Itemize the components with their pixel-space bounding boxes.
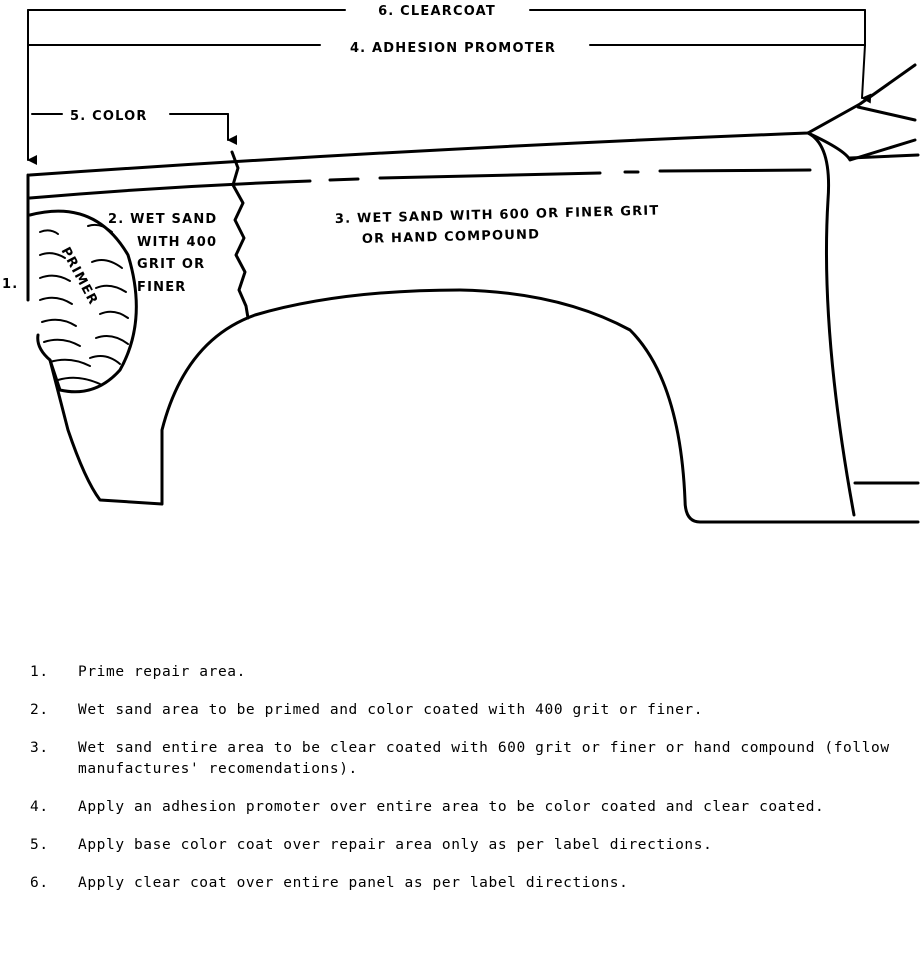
- color-zone-edge: [230, 150, 250, 320]
- svg-text:3. WET SAND WITH 600 OR FINER: 3. WET SAND WITH 600 OR FINER GRIT: [335, 204, 660, 227]
- svg-text:WITH 400: WITH 400: [137, 235, 217, 250]
- primer-label: PRIMER: [58, 245, 101, 308]
- step-text: Wet sand area to be primed and color coa…: [78, 702, 704, 718]
- step-number: 2.: [30, 702, 49, 718]
- svg-text:OR HAND COMPOUND: OR HAND COMPOUND: [362, 227, 541, 247]
- instruction-list: 1. Prime repair area. 2. Wet sand area to …: [30, 662, 900, 911]
- instruction-step: 1. Prime repair area.: [30, 662, 900, 683]
- primer-area-hatching: [39, 223, 129, 385]
- wet-sand-400-label: 2. WET SAND WITH 400 GRIT OR FINER: [108, 212, 217, 295]
- instruction-step: 3. Wet sand entire area to be clear coate…: [30, 738, 900, 780]
- instruction-step: 4. Apply an adhesion promoter over entire…: [30, 797, 900, 818]
- wet-sand-600-label: 3. WET SAND WITH 600 OR FINER GRIT OR HA…: [335, 204, 660, 247]
- step-1-marker: 1.: [2, 277, 18, 292]
- clearcoat-label: 6. CLEARCOAT: [378, 4, 496, 19]
- clearcoat-bracket: 6. CLEARCOAT: [27, 4, 866, 46]
- svg-text:GRIT OR: GRIT OR: [137, 257, 205, 272]
- step-number: 6.: [30, 875, 49, 891]
- adhesion-promoter-bracket: 4. ADHESION PROMOTER: [27, 41, 872, 165]
- step-text: Apply clear coat over entire panel as pe…: [78, 875, 629, 891]
- step-text: Apply base color coat over repair area o…: [78, 837, 713, 853]
- step-number: 4.: [30, 799, 49, 815]
- step-text: Prime repair area.: [78, 664, 246, 680]
- step-text: Apply an adhesion promoter over entire a…: [78, 799, 825, 815]
- color-label: 5. COLOR: [70, 109, 148, 124]
- fender-repair-diagram: 6. CLEARCOAT 4. ADHESION PROMOTER 5. COL…: [2, 4, 920, 524]
- svg-text:2. WET SAND: 2. WET SAND: [108, 212, 217, 227]
- step-text: Wet sand entire area to be clear coated …: [78, 740, 890, 777]
- adhesion-promoter-label: 4. ADHESION PROMOTER: [350, 41, 556, 56]
- svg-text:FINER: FINER: [137, 280, 187, 295]
- step-number: 3.: [30, 740, 49, 756]
- fender-outline: [26, 63, 920, 524]
- instruction-step: 2. Wet sand area to be primed and color c…: [30, 700, 900, 721]
- instruction-step: 6. Apply clear coat over entire panel as …: [30, 873, 900, 894]
- step-number: 1.: [30, 664, 49, 680]
- instruction-step: 5. Apply base color coat over repair area…: [30, 835, 900, 856]
- color-bracket: 5. COLOR: [31, 109, 237, 145]
- sanding-boundary-line: [28, 168, 812, 200]
- step-number: 5.: [30, 837, 49, 853]
